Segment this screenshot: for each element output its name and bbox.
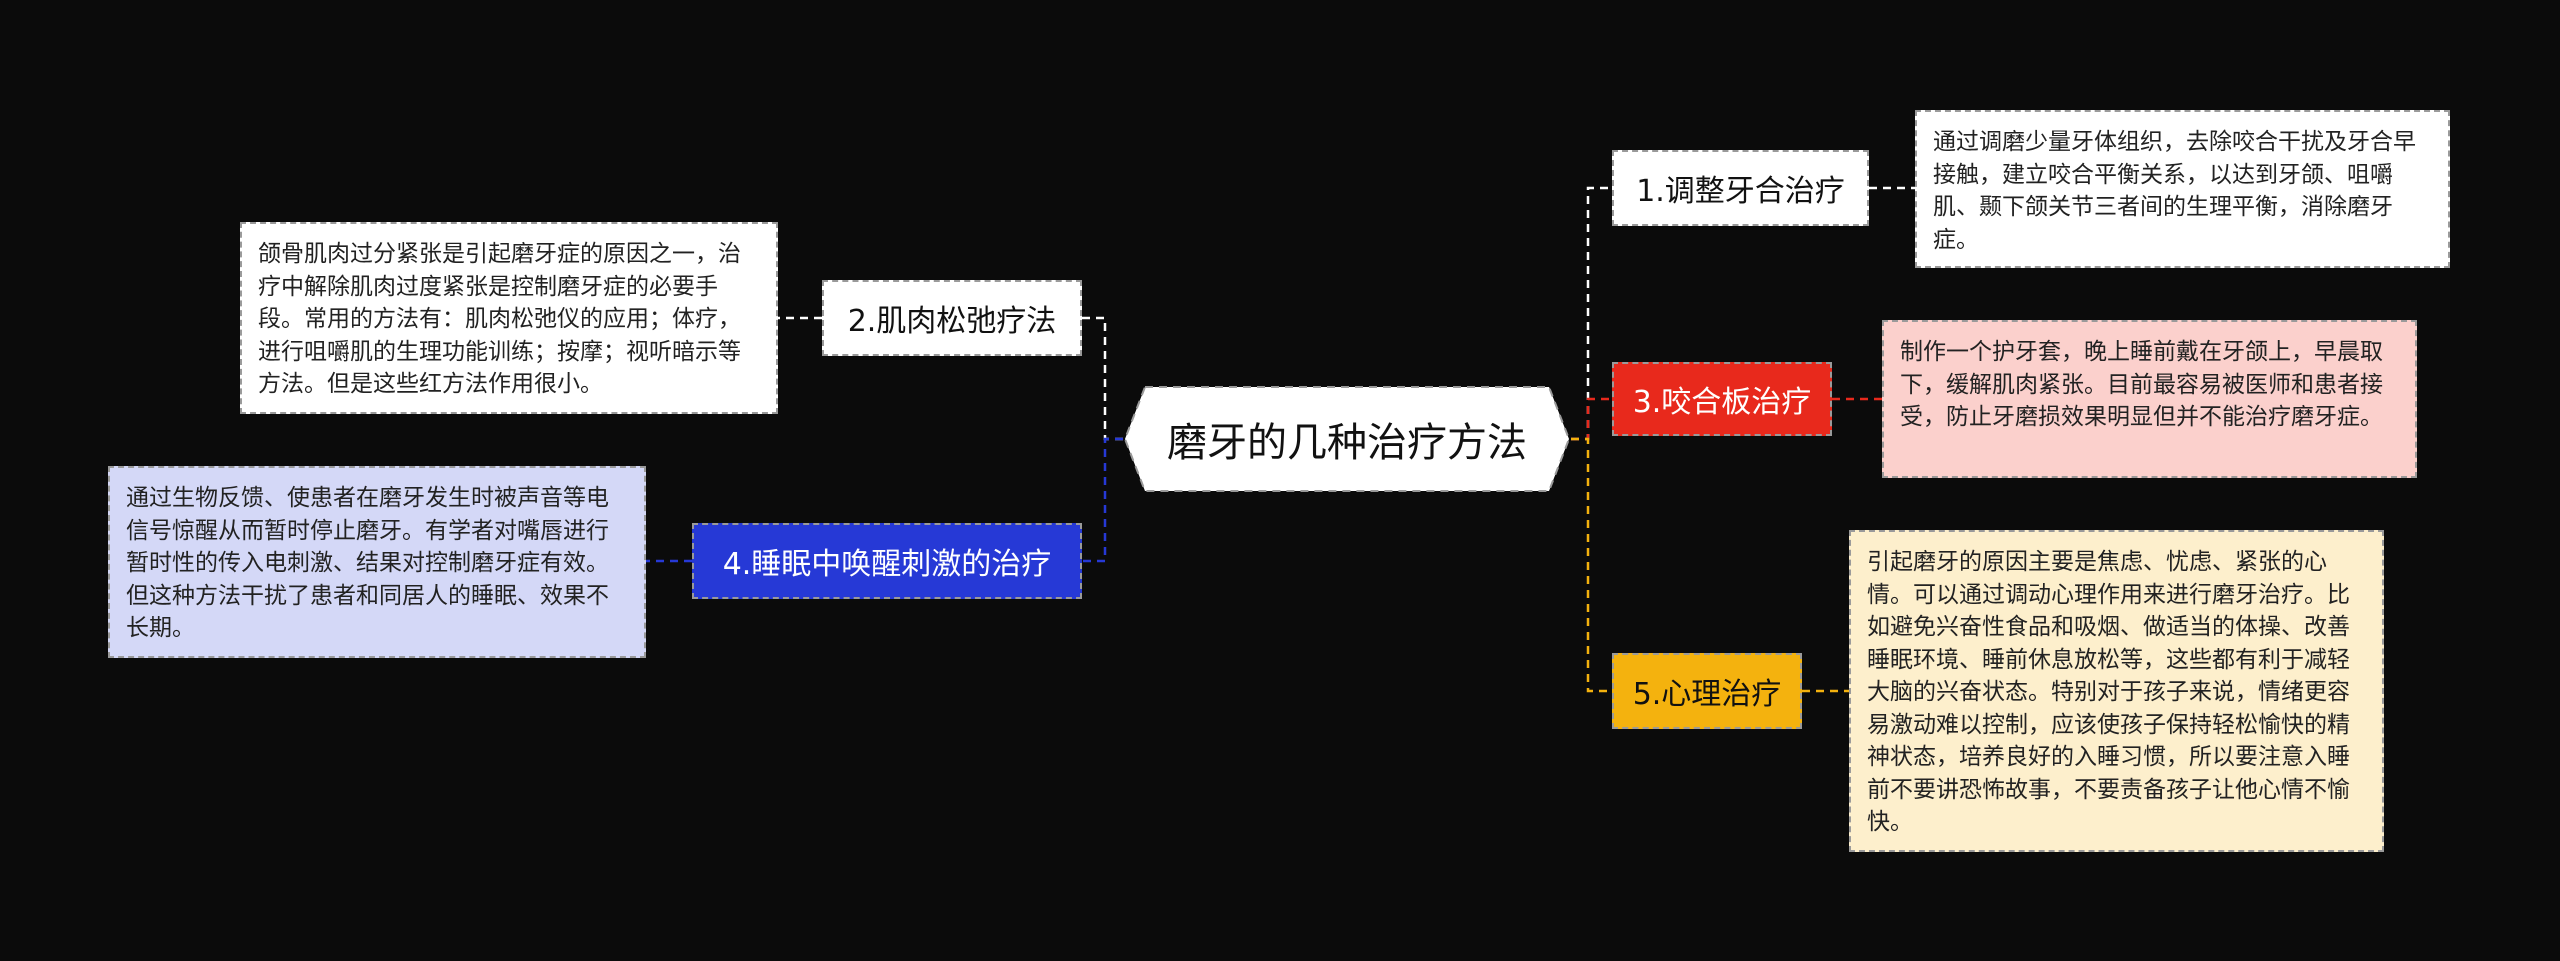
branch-4-label: 4.睡眠中唤醒刺激的治疗 — [722, 547, 1052, 582]
branch-3-label: 3.咬合板治疗 — [1632, 385, 1812, 420]
connector-root-to-branch-2 — [1082, 316, 1123, 441]
branch-2-node[interactable]: 2.肌肉松弛疗法 — [822, 280, 1082, 356]
branch-1-node[interactable]: 1.调整牙合治疗 — [1612, 150, 1869, 226]
branch-1-detail[interactable]: 通过调磨少量牙体组织，去除咬合干扰及牙合早接触，建立咬合平衡关系，以达到牙颌、咀… — [1915, 110, 2450, 268]
branch-2-detail-text: 颌骨肌肉过分紧张是引起磨牙症的原因之一，治疗中解除肌肉过度紧张是控制磨牙症的必要… — [258, 241, 741, 397]
branch-2-detail[interactable]: 颌骨肌肉过分紧张是引起磨牙症的原因之一，治疗中解除肌肉过度紧张是控制磨牙症的必要… — [240, 222, 778, 414]
branch-1-detail-text: 通过调磨少量牙体组织，去除咬合干扰及牙合早接触，建立咬合平衡关系，以达到牙颌、咀… — [1933, 129, 2416, 253]
root-topic[interactable]: 磨牙的几种治疗方法 — [1123, 385, 1571, 493]
branch-5-node[interactable]: 5.心理治疗 — [1612, 653, 1802, 729]
branch-5-detail[interactable]: 引起磨牙的原因主要是焦虑、忧虑、紧张的心情。可以通过调动心理作用来进行磨牙治疗。… — [1849, 530, 2384, 852]
connector-root-to-branch-3 — [1571, 397, 1612, 441]
connector-root-to-branch-5 — [1571, 437, 1612, 693]
branch-3-node[interactable]: 3.咬合板治疗 — [1612, 362, 1832, 436]
branch-4-detail-text: 通过生物反馈、使患者在磨牙发生时被声音等电信号惊醒从而暂时停止磨牙。有学者对嘴唇… — [126, 485, 609, 641]
branch-3-detail[interactable]: 制作一个护牙套，晚上睡前戴在牙颌上，早晨取下，缓解肌肉紧张。目前最容易被医师和患… — [1882, 320, 2417, 478]
connector-root-to-branch-1 — [1571, 186, 1612, 441]
branch-4-node[interactable]: 4.睡眠中唤醒刺激的治疗 — [692, 523, 1082, 599]
root-title: 磨牙的几种治疗方法 — [1167, 420, 1527, 466]
branch-1-label: 1.调整牙合治疗 — [1636, 174, 1845, 209]
branch-2-label: 2.肌肉松弛疗法 — [847, 304, 1057, 339]
branch-5-detail-text: 引起磨牙的原因主要是焦虑、忧虑、紧张的心情。可以通过调动心理作用来进行磨牙治疗。… — [1867, 549, 2350, 835]
branch-4-detail[interactable]: 通过生物反馈、使患者在磨牙发生时被声音等电信号惊醒从而暂时停止磨牙。有学者对嘴唇… — [108, 466, 646, 658]
branch-3-detail-text: 制作一个护牙套，晚上睡前戴在牙颌上，早晨取下，缓解肌肉紧张。目前最容易被医师和患… — [1900, 339, 2383, 430]
branch-5-label: 5.心理治疗 — [1632, 677, 1782, 712]
root-shape — [1123, 386, 1571, 492]
connector-root-to-branch-4 — [1082, 437, 1123, 563]
